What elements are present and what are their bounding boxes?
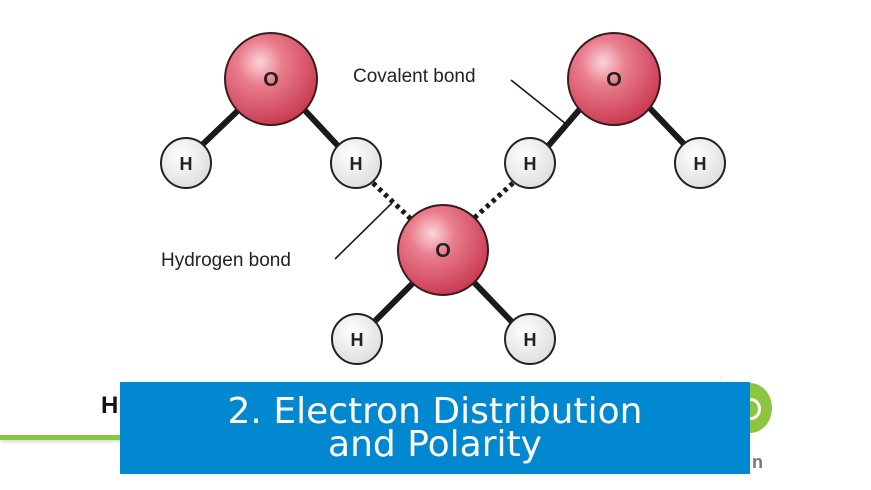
hydrogen-atom: H	[674, 137, 726, 189]
banner-letter: H	[101, 392, 119, 419]
banner-trailing-text: n	[752, 452, 763, 472]
svg-text:H: H	[694, 154, 707, 174]
svg-text:O: O	[263, 69, 279, 91]
svg-text:H: H	[350, 154, 363, 174]
hydrogen-bonds	[371, 181, 515, 222]
hydrogen-atom: H	[330, 137, 382, 189]
hydrogen-atom: H	[331, 313, 383, 365]
svg-text:O: O	[606, 69, 622, 91]
hydrogen-atom: H	[504, 313, 556, 365]
svg-text:H: H	[524, 154, 537, 174]
hydrogen-bond-line	[470, 181, 515, 222]
oxygen-atom: O	[224, 32, 318, 126]
hydrogen-atom: H	[160, 137, 212, 189]
oxygen-atom: O	[397, 204, 489, 296]
hydrogen-bond-label: Hydrogen bond	[161, 250, 291, 271]
water-hydrogen-bond-diagram: O O O H H H H H H Covalent bond Hydrogen…	[160, 32, 726, 365]
hydrogen-atom: H	[504, 137, 556, 189]
covalent-bond-label: Covalent bond	[353, 66, 476, 87]
svg-text:H: H	[180, 154, 193, 174]
oxygen-atom: O	[567, 32, 661, 126]
hydrogen-leader-line	[334, 202, 393, 260]
caption-overlay: 2. Electron Distribution and Polarity	[120, 382, 750, 474]
svg-text:H: H	[351, 330, 364, 350]
hydrogen-bond-line	[371, 181, 414, 222]
caption-line-2: and Polarity	[328, 424, 542, 465]
covalent-leader-line	[510, 79, 567, 125]
svg-text:O: O	[435, 240, 451, 262]
svg-text:H: H	[524, 330, 537, 350]
caption-line-1: 2. Electron Distribution	[227, 391, 643, 432]
